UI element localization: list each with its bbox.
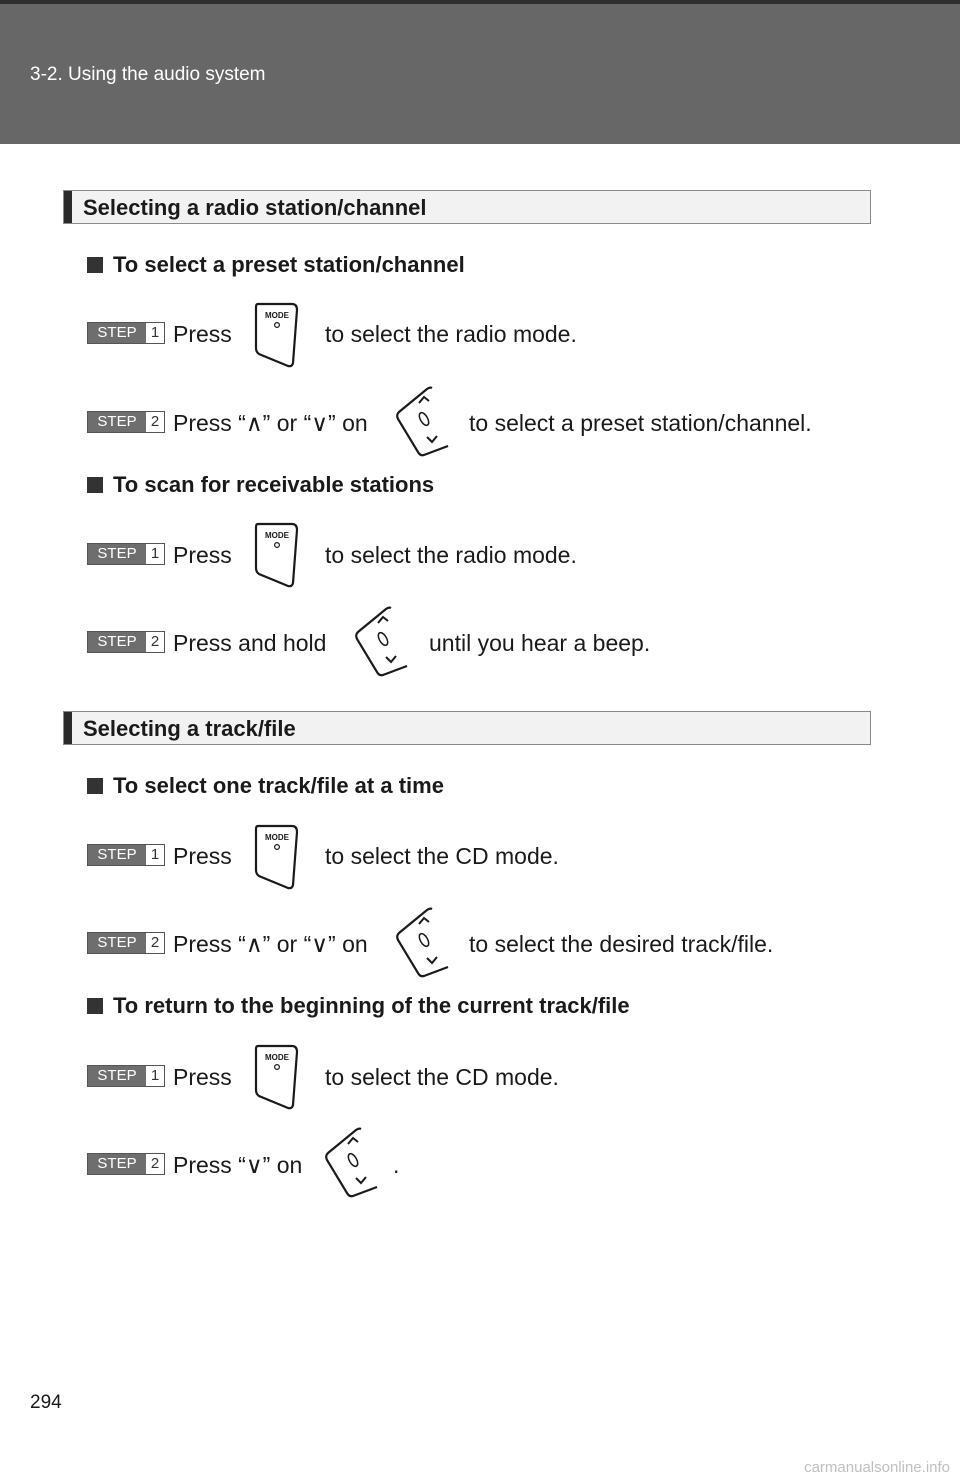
header-band: 3-2. Using the audio system [0, 0, 960, 144]
subsection-heading: To select one track/file at a time [87, 773, 444, 799]
subsection-heading: To return to the beginning of the curren… [87, 993, 630, 1019]
square-bullet-icon [87, 778, 103, 794]
mode-button-icon [252, 1042, 302, 1110]
section-title: Selecting a radio station/channel [83, 195, 427, 220]
section-title-bar: Selecting a track/file [63, 711, 871, 745]
step-text: Press “∧” or “∨” on [173, 410, 368, 436]
step-text: to select a preset station/channel. [469, 410, 812, 436]
step-text: Press [173, 542, 232, 568]
step-text: Press [173, 321, 232, 347]
step-text: Press “∨” on [173, 1152, 303, 1178]
mode-button-icon [252, 822, 302, 890]
section-title: Selecting a track/file [83, 716, 296, 741]
section-marker [64, 712, 72, 744]
square-bullet-icon [87, 477, 103, 493]
subsection-heading: To select a preset station/channel [87, 252, 465, 278]
section-title-bar: Selecting a radio station/channel [63, 190, 871, 224]
step-text: Press [173, 843, 232, 869]
seek-switch-icon [394, 386, 454, 458]
step-text: Press “∧” or “∨” on [173, 931, 368, 957]
step-text: to select the CD mode. [325, 1064, 559, 1090]
step-text: until you hear a beep. [429, 630, 651, 656]
watermark: carmanualsonline.info [804, 1459, 950, 1476]
step-text: to select the desired track/file. [469, 931, 774, 957]
step-text: Press and hold [173, 630, 327, 656]
mode-button-icon [252, 520, 302, 588]
mode-button-icon [252, 300, 302, 368]
subsection-heading: To scan for receivable stations [87, 472, 434, 498]
square-bullet-icon [87, 257, 103, 273]
step-text: Press [173, 1064, 232, 1090]
step-text: to select the radio mode. [325, 542, 577, 568]
seek-switch-icon [323, 1127, 383, 1199]
seek-switch-icon [394, 907, 454, 979]
step-text: to select the CD mode. [325, 843, 559, 869]
square-bullet-icon [87, 998, 103, 1014]
page-number: 294 [30, 1392, 62, 1413]
step-text: to select the radio mode. [325, 321, 577, 347]
section-marker [64, 191, 72, 223]
seek-switch-icon [353, 606, 413, 678]
step-text: . [393, 1152, 400, 1178]
section-breadcrumb: 3-2. Using the audio system [30, 64, 266, 85]
